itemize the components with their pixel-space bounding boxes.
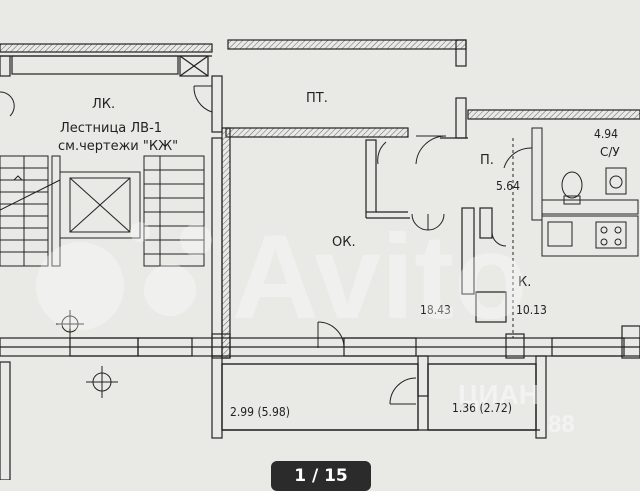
wall-top <box>0 39 467 77</box>
area-kitchen: 10.13 <box>516 303 547 317</box>
area-hallway: 5.64 <box>496 179 520 193</box>
balconies <box>211 355 547 439</box>
bathroom-fixtures <box>531 127 639 257</box>
floor-plan: ЛК. Лестница ЛВ-1 см.чертежи "КЖ" ПТ. ОК… <box>0 39 640 480</box>
area-bathroom: 4.94 <box>594 127 618 141</box>
area-balcony-left: 2.99 (5.98) <box>230 405 290 419</box>
stairwell <box>0 155 205 267</box>
door-swings <box>0 85 533 405</box>
cian-watermark-digits: 88 <box>548 411 575 438</box>
avito-watermark-mark <box>36 222 212 330</box>
label-stair-title: Лестница ЛВ-1 <box>60 121 162 136</box>
gallery-counter-badge: 1 / 15 <box>271 461 371 491</box>
label-corridor: ПТ. <box>306 91 328 106</box>
area-balcony-right: 1.36 (2.72) <box>452 401 512 415</box>
label-stair-hall: ЛК. <box>92 97 115 112</box>
label-living-room: ОК. <box>332 235 356 250</box>
label-stair-ref: см.чертежи "КЖ" <box>58 139 178 154</box>
wall-hallway <box>365 139 507 323</box>
label-bathroom: С/У <box>600 145 620 159</box>
wall-middle <box>0 325 640 480</box>
label-hallway: П. <box>480 153 494 168</box>
avito-watermark-text: Avito <box>232 210 528 344</box>
wall-living-top <box>211 75 409 359</box>
label-kitchen: К. <box>518 275 531 290</box>
wall-right-upper <box>440 97 640 139</box>
axis-markers <box>56 138 514 398</box>
cian-watermark-text: ЦИАН <box>458 379 539 410</box>
area-living-room: 18.43 <box>420 303 451 317</box>
